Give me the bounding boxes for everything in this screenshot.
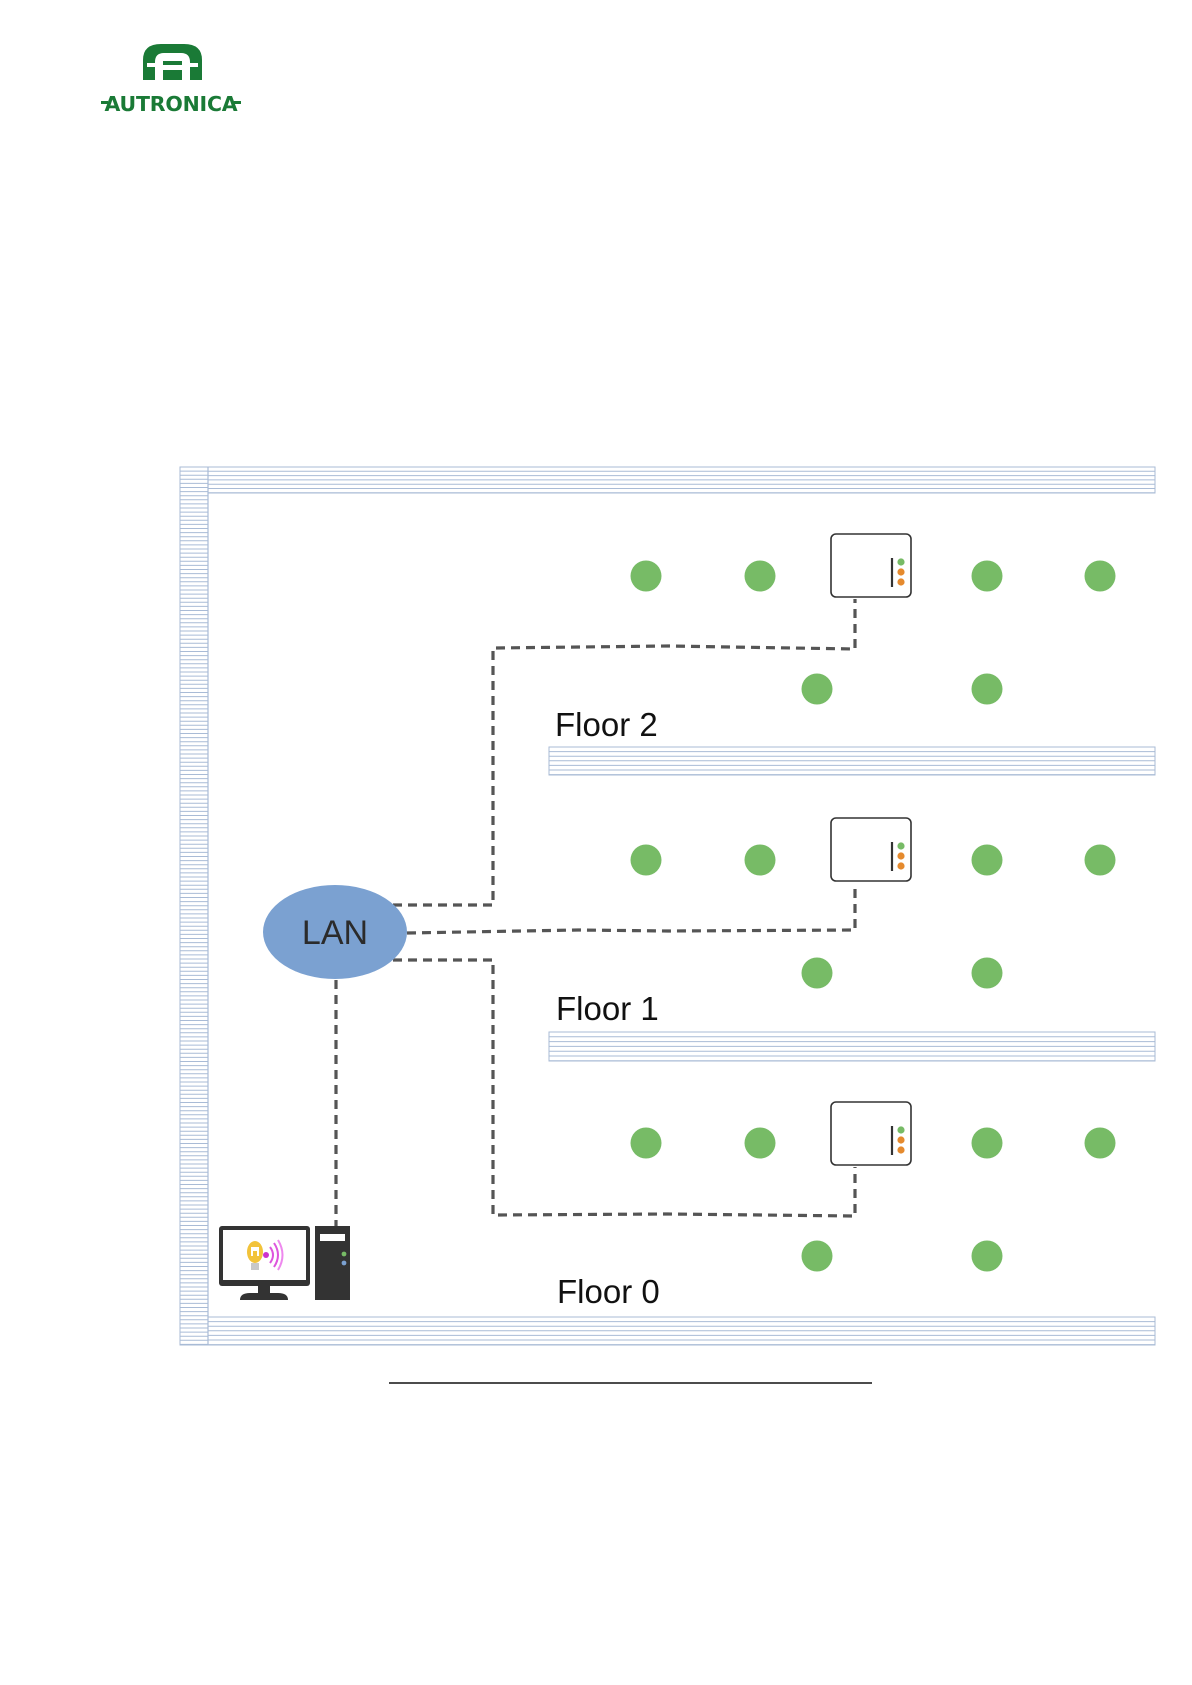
lan-hub: LAN xyxy=(263,885,407,979)
wireless-detector-icon xyxy=(1085,561,1116,592)
wireless-detector-icon xyxy=(972,1128,1003,1159)
wireless-detector-icon xyxy=(972,561,1003,592)
controller-units xyxy=(831,534,911,1165)
lan-label: LAN xyxy=(302,914,368,952)
wireless-detector-icon xyxy=(802,1241,833,1272)
wireless-detector-icon xyxy=(631,561,662,592)
wireless-detector-icon xyxy=(745,561,776,592)
floor-2-slab xyxy=(549,747,1155,775)
wireless-detector-icon xyxy=(745,845,776,876)
wireless-detector-icon xyxy=(972,845,1003,876)
wireless-detector-icon xyxy=(972,1241,1003,1272)
network-cables xyxy=(336,599,855,1228)
left-wall xyxy=(180,467,208,1345)
wireless-detector-icon xyxy=(745,1128,776,1159)
computer-workstation-icon xyxy=(219,1226,350,1300)
wireless-detector-icon xyxy=(802,958,833,989)
floor-0-label: Floor 0 xyxy=(557,1273,660,1310)
floor-2-label: Floor 2 xyxy=(555,706,658,743)
wireless-detector-icon xyxy=(802,674,833,705)
wireless-detector-icon xyxy=(972,958,1003,989)
controller-unit-icon xyxy=(831,818,911,881)
controller-unit-icon xyxy=(831,1102,911,1165)
wireless-detector-icon xyxy=(1085,845,1116,876)
wireless-detector-icon xyxy=(631,845,662,876)
wireless-detector-icon xyxy=(1085,1128,1116,1159)
wireless-detector-icon xyxy=(631,1128,662,1159)
roof-slab xyxy=(208,467,1155,493)
wireless-detector-icon xyxy=(972,674,1003,705)
cable-lan-to-floor-1 xyxy=(407,883,855,933)
floor-1-slab xyxy=(549,1032,1155,1061)
controller-unit-icon xyxy=(831,534,911,597)
floor-1-label: Floor 1 xyxy=(556,990,659,1027)
ground-slab xyxy=(208,1317,1155,1345)
